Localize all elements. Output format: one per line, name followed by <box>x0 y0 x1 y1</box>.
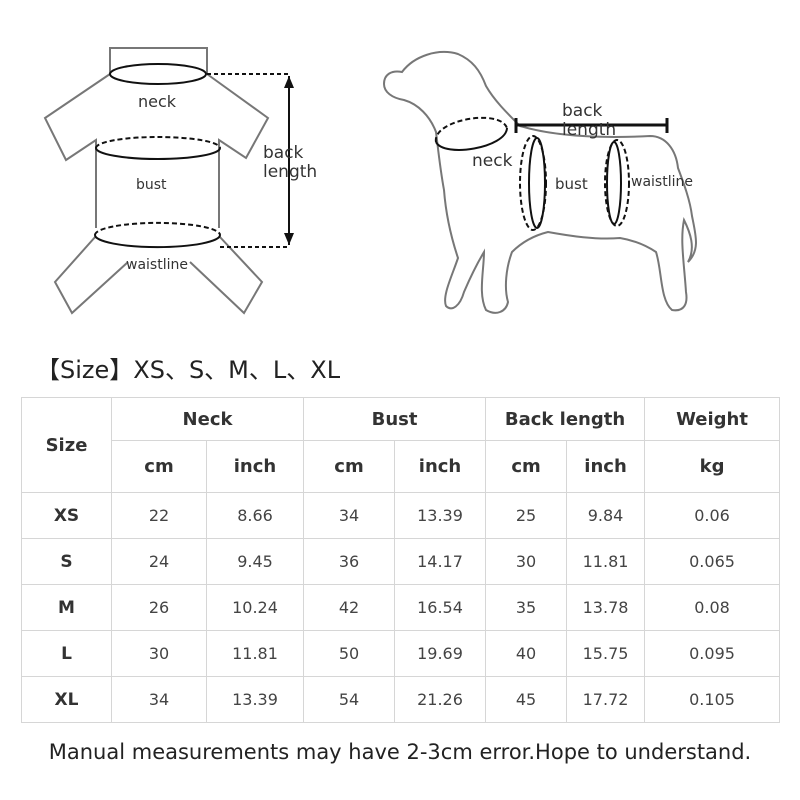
back-inch-cell: 15.75 <box>566 630 646 677</box>
weight-kg-cell: 0.065 <box>644 538 781 585</box>
unit-header: inch <box>205 440 305 493</box>
back-cm-cell: 45 <box>485 676 568 723</box>
back-inch-cell: 9.84 <box>566 492 646 539</box>
shirt-neck-label: neck <box>138 92 177 111</box>
dog-measure-marks <box>434 116 669 231</box>
back-cm-cell: 35 <box>485 584 568 631</box>
dog-back-label-2: length <box>562 120 616 140</box>
measurement-diagram: neck bust waistline back length back len… <box>43 47 697 315</box>
bust-inch-cell: 19.69 <box>394 630 487 677</box>
table-row: XL 34 13.39 54 21.26 45 17.72 0.105 <box>21 676 781 723</box>
neck-cm-cell: 34 <box>111 676 207 723</box>
unit-header: kg <box>644 440 781 493</box>
size-chart-table: Size Neck Bust Back length Weight cm inc… <box>21 397 781 723</box>
table-row: L 30 11.81 50 19.69 40 15.75 0.095 <box>21 630 781 677</box>
bust-cm-cell: 54 <box>303 676 396 723</box>
weight-header: Weight <box>644 397 781 441</box>
neck-inch-cell: 11.81 <box>205 630 305 677</box>
bust-cm-cell: 34 <box>303 492 396 539</box>
size-cell: M <box>21 584 112 631</box>
back-cm-cell: 25 <box>485 492 568 539</box>
unit-header: cm <box>111 440 207 493</box>
size-cell: S <box>21 538 112 585</box>
unit-header: cm <box>303 440 396 493</box>
dog-waist-label: waistline <box>631 174 693 190</box>
neck-header: Neck <box>110 397 305 441</box>
neck-inch-cell: 8.66 <box>205 492 305 539</box>
shirt-waist-label: waistline <box>126 257 188 273</box>
shirt-back-label-1: back <box>263 143 304 163</box>
unit-header: inch <box>566 440 646 493</box>
unit-header: cm <box>485 440 568 493</box>
back-inch-cell: 13.78 <box>566 584 646 631</box>
neck-cm-cell: 24 <box>111 538 207 585</box>
dog-back-label-1: back <box>562 101 603 121</box>
bust-header: Bust <box>303 397 487 441</box>
bust-inch-cell: 14.17 <box>394 538 487 585</box>
bust-cm-cell: 42 <box>303 584 396 631</box>
table-row: XS 22 8.66 34 13.39 25 9.84 0.06 <box>21 492 781 539</box>
size-list: 【Size】XS、S、M、L、XL <box>36 356 341 384</box>
size-cell: L <box>21 630 112 677</box>
weight-kg-cell: 0.095 <box>644 630 781 677</box>
table-row: M 26 10.24 42 16.54 35 13.78 0.08 <box>21 584 781 631</box>
neck-inch-cell: 10.24 <box>205 584 305 631</box>
shirt-measure-rings <box>94 63 294 249</box>
table-row: S 24 9.45 36 14.17 30 11.81 0.065 <box>21 538 781 585</box>
shirt-back-label-2: length <box>263 162 317 182</box>
back-inch-cell: 17.72 <box>566 676 646 723</box>
dog-silhouette-icon <box>382 51 697 314</box>
bust-cm-cell: 50 <box>303 630 396 677</box>
neck-cm-cell: 30 <box>111 630 207 677</box>
bust-inch-cell: 13.39 <box>394 492 487 539</box>
back-length-header: Back length <box>485 397 646 441</box>
size-header: Size <box>21 397 112 493</box>
size-cell: XL <box>21 676 112 723</box>
weight-kg-cell: 0.105 <box>644 676 781 723</box>
dog-bust-label: bust <box>555 175 588 193</box>
bust-inch-cell: 21.26 <box>394 676 487 723</box>
neck-cm-cell: 22 <box>111 492 207 539</box>
shirt-outline-icon <box>43 47 270 315</box>
unit-header: inch <box>394 440 487 493</box>
weight-kg-cell: 0.06 <box>644 492 781 539</box>
back-cm-cell: 30 <box>485 538 568 585</box>
bust-inch-cell: 16.54 <box>394 584 487 631</box>
neck-inch-cell: 9.45 <box>205 538 305 585</box>
measurement-note: Manual measurements may have 2-3cm error… <box>48 740 752 764</box>
back-cm-cell: 40 <box>485 630 568 677</box>
bust-cm-cell: 36 <box>303 538 396 585</box>
neck-inch-cell: 13.39 <box>205 676 305 723</box>
shirt-bust-label: bust <box>136 177 167 193</box>
size-cell: XS <box>21 492 112 539</box>
back-inch-cell: 11.81 <box>566 538 646 585</box>
dog-neck-label: neck <box>472 151 513 171</box>
neck-cm-cell: 26 <box>111 584 207 631</box>
weight-kg-cell: 0.08 <box>644 584 781 631</box>
